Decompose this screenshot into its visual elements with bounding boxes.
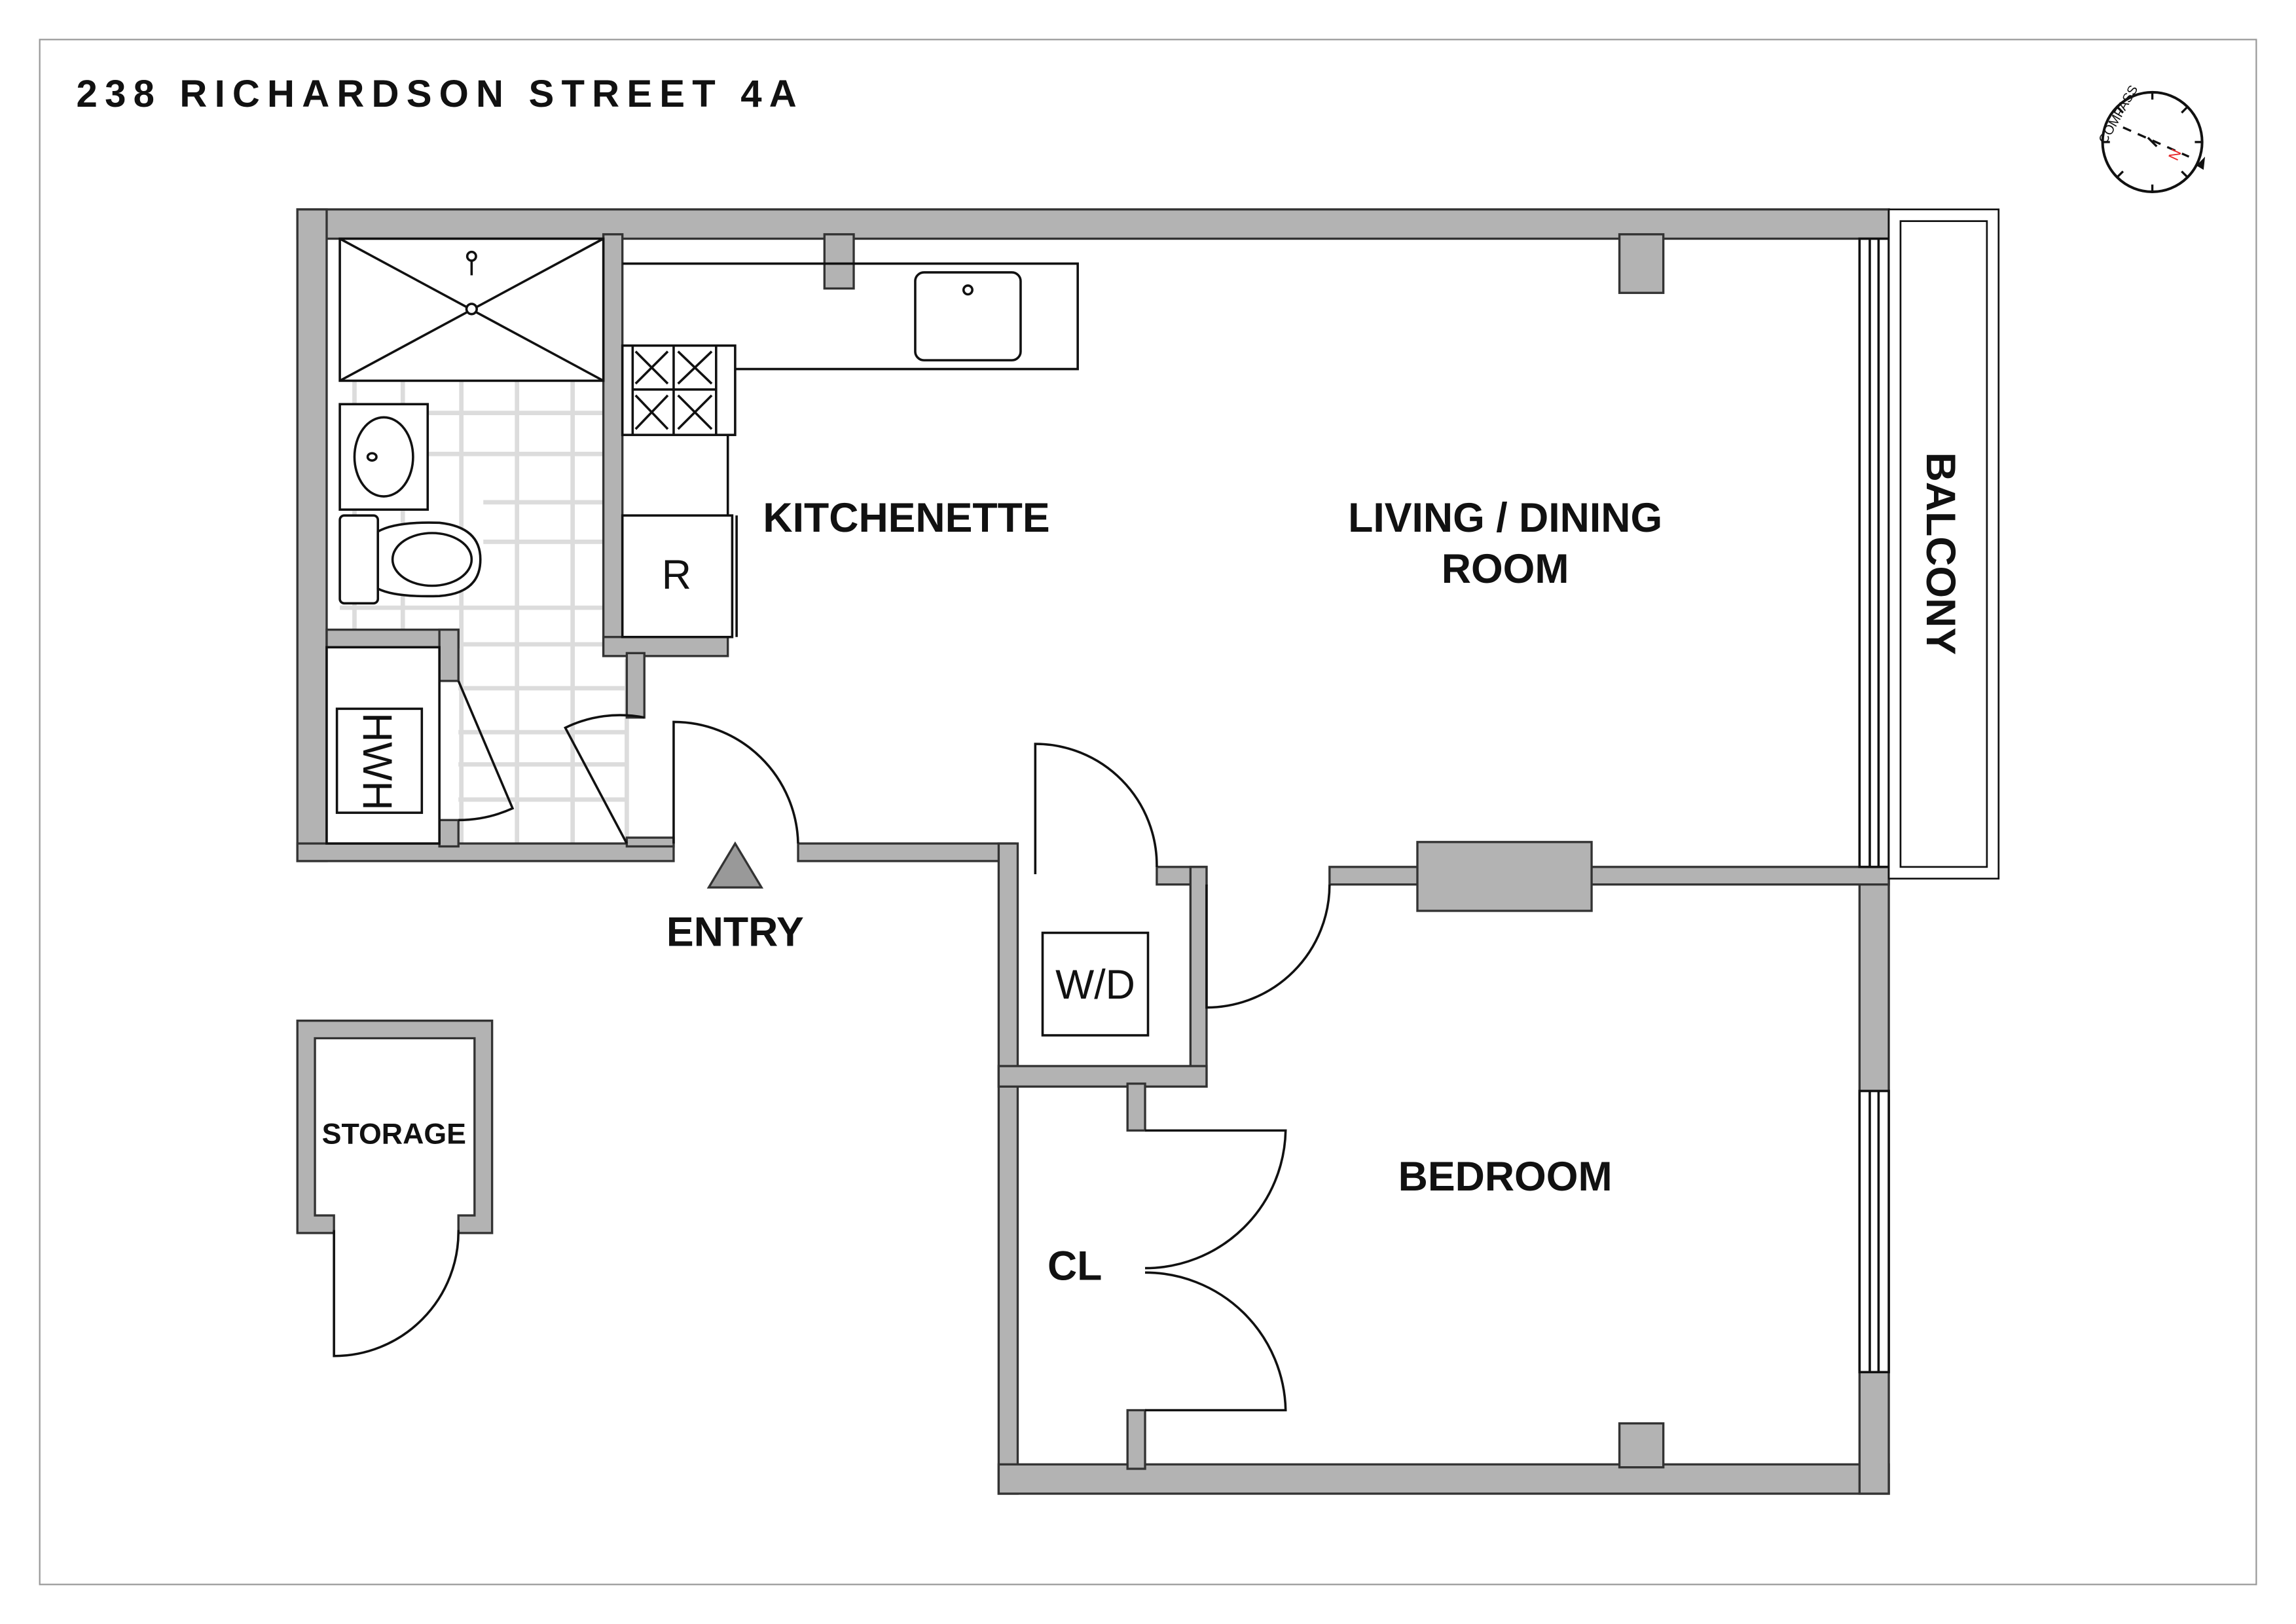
label-bedroom: BEDROOM <box>1398 1154 1613 1200</box>
entry-arrow-icon <box>706 841 764 889</box>
page-frame <box>39 39 2257 1585</box>
plan-title: 238 RICHARDSON STREET 4A <box>77 73 804 115</box>
label-living-line1: LIVING / DINING <box>1348 495 1662 541</box>
doors <box>457 680 1331 1412</box>
hot-water-heater: HWH <box>325 646 441 845</box>
label-storage: STORAGE <box>322 1118 466 1151</box>
walls <box>296 208 1890 1495</box>
balcony <box>1887 208 2000 880</box>
svg-text:HWH: HWH <box>354 712 400 811</box>
bathroom-sink <box>338 403 429 511</box>
label-living-line2: ROOM <box>1442 546 1569 592</box>
label-entry: ENTRY <box>666 910 804 955</box>
compass-icon: N COMPASS <box>2096 83 2206 193</box>
refrigerator: R <box>621 514 738 638</box>
label-balcony: BALCONY <box>1918 452 1963 655</box>
washer-dryer: W/D <box>1041 931 1150 1037</box>
label-closet: CL <box>1048 1243 1102 1289</box>
stove <box>621 344 737 436</box>
svg-text:R: R <box>662 552 691 598</box>
svg-text:W/D: W/D <box>1055 962 1135 1008</box>
shower <box>338 237 605 382</box>
label-kitchenette: KITCHENETTE <box>763 495 1049 541</box>
windows <box>1858 237 1890 1374</box>
toilet <box>338 514 482 605</box>
storage-unit <box>296 1019 494 1357</box>
kitchen-counter <box>622 262 1079 637</box>
